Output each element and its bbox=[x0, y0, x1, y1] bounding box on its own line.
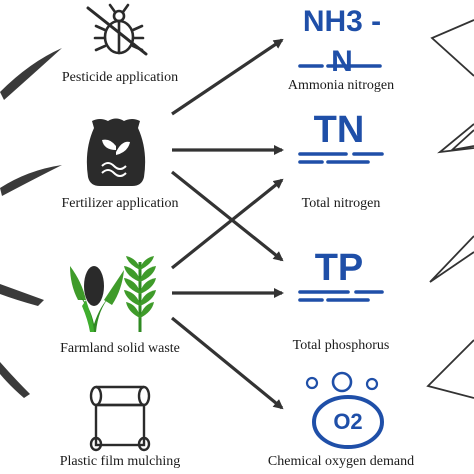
crossed-out-bug-icon bbox=[86, 3, 148, 56]
arrow-fertilizer-to-tp bbox=[171, 170, 284, 262]
arrow-waste-to-tn bbox=[171, 178, 284, 270]
badge-ammonia: NH3 - N bbox=[302, 5, 382, 78]
pollutant-label-total-nitrogen: Total nitrogen bbox=[301, 196, 381, 211]
crops-icon bbox=[70, 256, 156, 332]
arrow-waste-to-cod bbox=[170, 316, 284, 410]
pollutant-label-total-phosphorus: Total phosphorus bbox=[292, 338, 390, 353]
source-label-pesticide: Pesticide application bbox=[61, 70, 179, 85]
badge-total-nitrogen: TN bbox=[313, 109, 365, 151]
film-roll-icon bbox=[89, 385, 151, 452]
badge-oxygen: O2 bbox=[333, 409, 363, 434]
source-label-plastic-film: Plastic film mulching bbox=[59, 454, 181, 469]
oxygen-icon bbox=[305, 371, 384, 449]
pollutant-label-ammonia: Ammonia nitrogen bbox=[287, 78, 395, 93]
right-edge-shapes bbox=[426, 19, 474, 399]
arrow-pesticide-to-ammonia bbox=[171, 38, 284, 116]
flow-arrows bbox=[170, 38, 284, 410]
fertilizer-bag-icon bbox=[86, 118, 146, 186]
pollutant-label-cod: Chemical oxygen demand bbox=[267, 454, 415, 469]
source-label-fertilizer: Fertilizer application bbox=[61, 196, 179, 211]
left-edge-strokes bbox=[0, 48, 62, 398]
badge-underlines bbox=[298, 64, 384, 302]
source-label-solid-waste: Farmland solid waste bbox=[60, 341, 180, 356]
badge-total-phosphorus: TP bbox=[314, 247, 364, 289]
